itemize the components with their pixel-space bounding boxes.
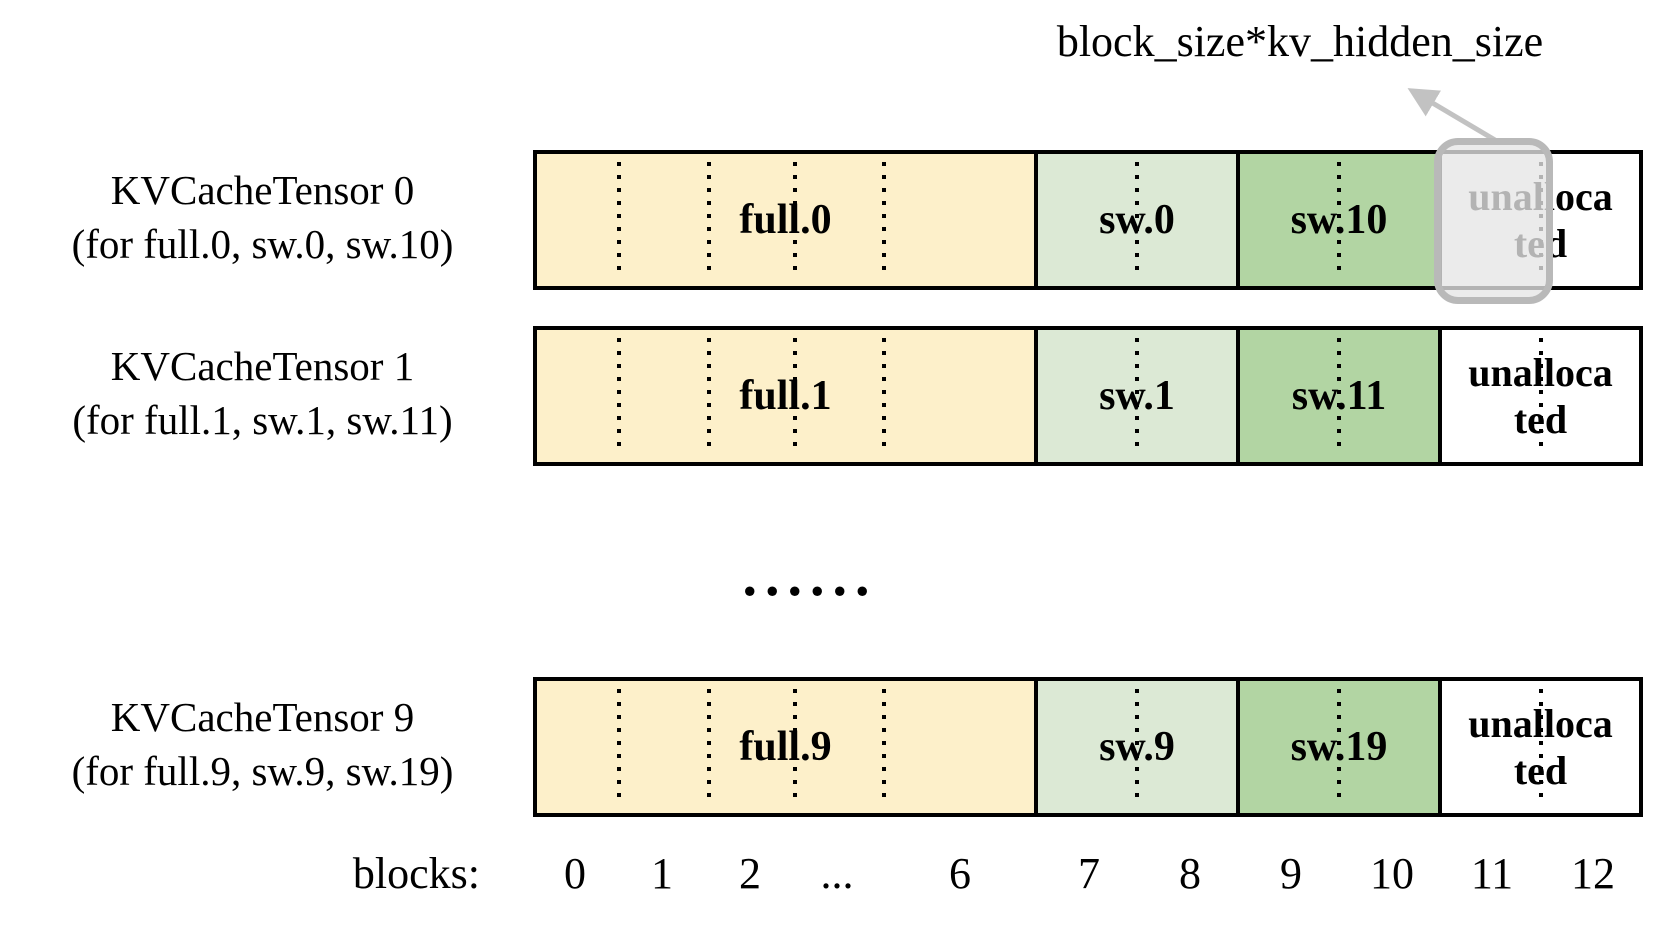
- block-tick-8: 8: [1179, 849, 1201, 898]
- annotation-arrow-icon: [1407, 88, 1497, 143]
- full-segment-label: full.9: [739, 724, 832, 770]
- dotted-divider: [1337, 689, 1341, 805]
- tensor-0-full-segment: full.0: [537, 154, 1038, 286]
- tensor-1-unallocated-segment: unalloca ted: [1442, 330, 1639, 462]
- dotted-divider: [882, 338, 886, 454]
- block-tick-7: 7: [1078, 849, 1100, 898]
- tensor-1-full-segment: full.1: [537, 330, 1038, 462]
- highlighted-block-outline: [1434, 138, 1553, 304]
- sw-a-segment-label: sw.1: [1099, 373, 1175, 419]
- block-tick-1: 1: [651, 849, 673, 898]
- block-tick-9: 9: [1280, 849, 1302, 898]
- dotted-divider: [882, 162, 886, 278]
- sw-b-segment-label: sw.11: [1291, 373, 1387, 419]
- dotted-divider: [1538, 689, 1543, 805]
- sw-a-segment-label: sw.9: [1099, 724, 1175, 770]
- block-tick-dots: ...: [820, 849, 854, 898]
- dotted-divider: [1135, 338, 1139, 454]
- tensor-0-sw-b-segment: sw.10: [1240, 154, 1442, 286]
- tensor-9-title: KVCacheTensor 9: [110, 694, 415, 740]
- dotted-divider: [793, 338, 797, 454]
- block-size-annotation: block_size*kv_hidden_size: [1056, 17, 1544, 66]
- tensor-1-subtitle: (for full.1, sw.1, sw.11): [72, 397, 453, 443]
- dotted-divider: [617, 162, 621, 278]
- tensor-0-title: KVCacheTensor 0: [110, 167, 415, 213]
- dotted-divider: [1337, 162, 1341, 278]
- blocks-axis-label: blocks:: [352, 849, 480, 898]
- dotted-divider: [707, 162, 711, 278]
- sw-a-segment-label: sw.0: [1099, 197, 1175, 243]
- block-tick-6: 6: [949, 849, 971, 898]
- tensor-1-title: KVCacheTensor 1: [110, 343, 415, 389]
- block-tick-12: 12: [1571, 849, 1615, 898]
- tensor-0-label: KVCacheTensor 0 (for full.0, sw.0, sw.10…: [25, 163, 500, 271]
- full-segment-label: full.0: [739, 197, 832, 243]
- tensor-9-sw-b-segment: sw.19: [1240, 681, 1442, 813]
- tensor-0-sw-a-segment: sw.0: [1038, 154, 1240, 286]
- tensor-9-label: KVCacheTensor 9 (for full.9, sw.9, sw.19…: [25, 690, 500, 798]
- tensor-9-subtitle: (for full.9, sw.9, sw.19): [71, 748, 454, 794]
- unallocated-label: unalloca ted: [1468, 350, 1613, 442]
- dotted-divider: [617, 689, 621, 805]
- tensor-9-unallocated-segment: unalloca ted: [1442, 681, 1639, 813]
- unallocated-label: unalloca ted: [1468, 701, 1613, 793]
- block-tick-2: 2: [739, 849, 761, 898]
- tensor-1-bar: full.1 sw.1 sw.11 unalloca ted: [533, 326, 1643, 466]
- dotted-divider: [1337, 338, 1341, 454]
- full-segment-label: full.1: [739, 373, 832, 419]
- dotted-divider: [707, 689, 711, 805]
- sw-b-segment-label: sw.19: [1290, 724, 1388, 770]
- block-tick-0: 0: [564, 849, 586, 898]
- dotted-divider: [793, 162, 797, 278]
- tensor-0-subtitle: (for full.0, sw.0, sw.10): [71, 221, 454, 267]
- tensor-1-sw-b-segment: sw.11: [1240, 330, 1442, 462]
- dotted-divider: [1538, 338, 1543, 454]
- tensor-9-full-segment: full.9: [537, 681, 1038, 813]
- tensor-9-bar: full.9 sw.9 sw.19 unalloca ted: [533, 677, 1643, 817]
- dotted-divider: [1135, 689, 1139, 805]
- dotted-divider: [617, 338, 621, 454]
- tensor-1-sw-a-segment: sw.1: [1038, 330, 1240, 462]
- rows-ellipsis: ......: [742, 543, 878, 608]
- tensor-9-sw-a-segment: sw.9: [1038, 681, 1240, 813]
- dotted-divider: [793, 689, 797, 805]
- block-tick-11: 11: [1470, 849, 1514, 898]
- sw-b-segment-label: sw.10: [1290, 197, 1388, 243]
- block-tick-10: 10: [1370, 849, 1414, 898]
- tensor-1-label: KVCacheTensor 1 (for full.1, sw.1, sw.11…: [25, 339, 500, 447]
- dotted-divider: [707, 338, 711, 454]
- dotted-divider: [882, 689, 886, 805]
- dotted-divider: [1135, 162, 1139, 278]
